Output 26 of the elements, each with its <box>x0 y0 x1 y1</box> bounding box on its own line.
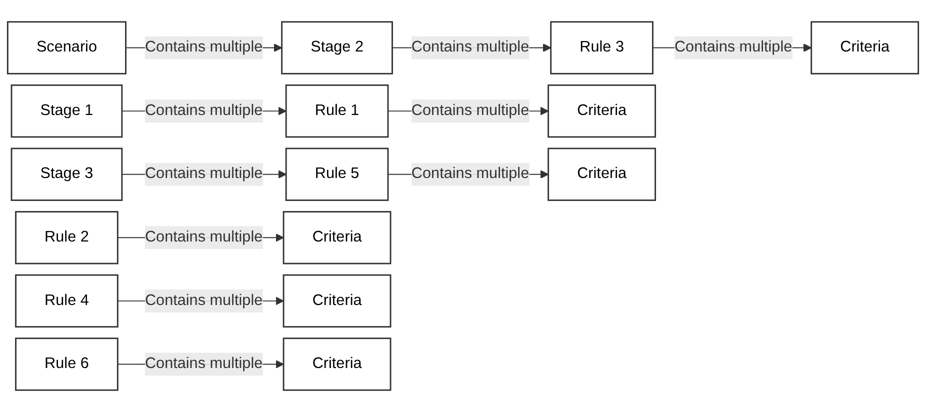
node-box: Criteria <box>282 274 392 328</box>
node-box: Criteria <box>810 21 920 74</box>
edge-label: Contains multiple <box>144 102 263 119</box>
node-box: Rule 6 <box>15 338 118 391</box>
node-box: Scenario <box>6 21 126 74</box>
edge-label: Contains multiple <box>411 166 530 182</box>
node-box: Criteria <box>548 84 656 138</box>
node-box: Stage 3 <box>10 148 123 201</box>
edge-label: Contains multiple <box>144 166 263 182</box>
node-box: Criteria <box>282 211 392 264</box>
edge-label: Contains multiple <box>411 102 530 119</box>
node-box: Rule 2 <box>15 211 118 264</box>
node-box: Rule 4 <box>15 274 118 328</box>
edge-label: Contains multiple <box>674 39 792 56</box>
node-box: Stage 1 <box>10 84 123 138</box>
node-box: Rule 1 <box>285 84 389 138</box>
node-box: Criteria <box>282 338 392 391</box>
node-box: Criteria <box>548 148 656 201</box>
edge-label: Contains multiple <box>411 39 530 56</box>
edge-label: Contains multiple <box>144 229 263 246</box>
edge-label: Contains multiple <box>144 356 263 372</box>
node-box: Rule 3 <box>550 21 654 74</box>
edge-label: Contains multiple <box>144 39 263 56</box>
edge-label: Contains multiple <box>144 292 263 309</box>
node-box: Rule 5 <box>285 148 389 201</box>
node-box: Stage 2 <box>281 21 393 74</box>
